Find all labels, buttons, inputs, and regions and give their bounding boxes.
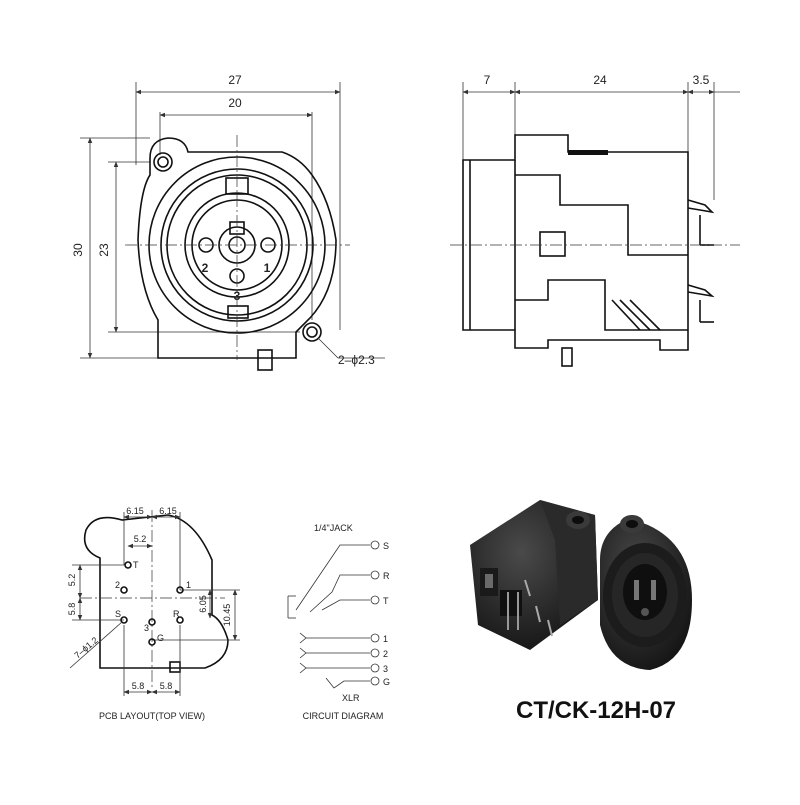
dim-front-depth: 7 (484, 73, 491, 87)
model-number: CT/CK-12H-07 (516, 697, 676, 724)
pcb-dim-t-offset: 5.2 (134, 534, 147, 544)
xlr-pin-3: 3 (383, 664, 388, 674)
xlr-label: XLR (342, 693, 360, 703)
front-view: 27 20 30 23 2 1 3 2–ϕ2.3 (71, 73, 385, 371)
mount-hole-bottom (302, 322, 322, 342)
pad-label-t: T (133, 560, 139, 570)
jack-label: 1/4"JACK (314, 523, 353, 533)
pcb-dim-top-right: 6.15 (159, 506, 177, 516)
pcb-outline (83, 514, 229, 669)
pcb-dim-left-lower: 5.8 (67, 603, 77, 616)
jack-pin-s: S (383, 541, 389, 551)
pcb-dim-right-inner: 6.05 (198, 595, 208, 613)
pin-label-1: 1 (264, 261, 271, 275)
pad-t (124, 561, 132, 569)
xlr-pin-1: 1 (383, 634, 388, 644)
circuit-caption: CIRCUIT DIAGRAM (303, 711, 384, 721)
mount-hole-top (153, 152, 173, 172)
side-tab (561, 347, 573, 367)
side-view: 7 24 3.5 (450, 73, 740, 367)
jack-pin-r: R (383, 571, 390, 581)
connector-rear-image (470, 500, 598, 650)
pcb-dim-bottom-left: 5.8 (132, 681, 145, 691)
pcb-dim-top-left: 6.15 (126, 506, 144, 516)
dim-width-holes: 20 (228, 96, 242, 110)
front-housing (137, 137, 337, 359)
jack-tip-line (321, 599, 370, 611)
pad-label-g: G (157, 633, 164, 643)
side-stripe (568, 150, 608, 155)
pin-label-2: 2 (202, 261, 209, 275)
dim-height-holes: 23 (97, 243, 111, 257)
pad-g (148, 638, 156, 646)
xlr-pin-2: 2 (383, 649, 388, 659)
pcb-dim-left-upper: 5.2 (67, 574, 77, 587)
side-pin-top (687, 199, 715, 214)
pad-r (176, 616, 184, 624)
pad-label-1: 1 (186, 580, 191, 590)
xlr-pin-g: G (383, 677, 390, 687)
side-housing (462, 134, 689, 351)
dim-body-depth: 24 (593, 73, 607, 87)
pad-label-s: S (115, 609, 121, 619)
jack-ring-line (309, 574, 370, 613)
pad-2 (120, 586, 128, 594)
pcb-dim-right-outer: 10.45 (222, 604, 232, 627)
front-tab (257, 349, 273, 371)
pad-label-2: 2 (115, 580, 120, 590)
circuit-diagram: 1/4"JACK S R T 1 2 3 G XLR CIRCUIT DIAGR… (287, 523, 390, 721)
connector-photo: CT/CK-12H-07 (470, 500, 692, 724)
dim-pin-depth: 3.5 (693, 73, 710, 87)
connector-front-image (600, 515, 692, 670)
pad-label-r: R (173, 609, 180, 619)
pcb-hole-note: 7–ϕ1.2 (72, 635, 100, 660)
pad-label-3: 3 (144, 623, 149, 633)
pcb-caption: PCB LAYOUT(TOP VIEW) (99, 711, 205, 721)
dim-width-overall: 27 (228, 73, 242, 87)
pad-1 (176, 586, 184, 594)
jack-sleeve-line (295, 544, 370, 611)
hole-note: 2–ϕ2.3 (338, 353, 375, 367)
pad-s (120, 616, 128, 624)
pcb-dim-bottom-right: 5.8 (160, 681, 173, 691)
pcb-layout: 6.15 6.15 5.2 5.2 5.8 6.05 10.45 T 2 1 S… (67, 506, 240, 721)
side-pin-mid (687, 284, 715, 298)
dim-height-overall: 30 (71, 243, 85, 257)
jack-pin-t: T (383, 596, 389, 606)
pad-3 (148, 618, 156, 626)
